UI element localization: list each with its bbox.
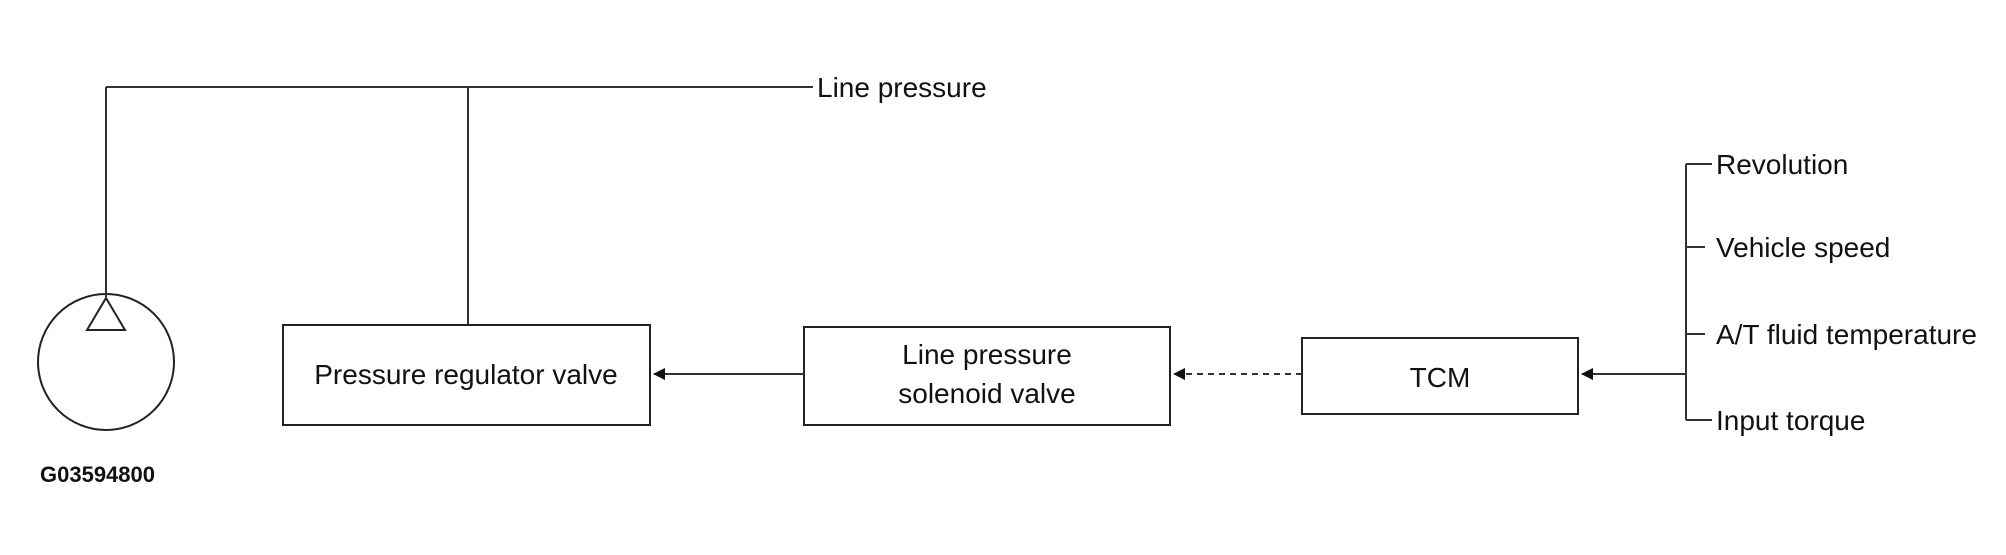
pump-direction-triangle-icon (85, 296, 127, 331)
line-pressure-solenoid-valve-box (803, 326, 1171, 426)
input-label-revolution: Revolution (1716, 149, 1848, 180)
solenoid-valve-label-line1: Line pressure (902, 339, 1072, 370)
pressure-regulator-valve-label: Pressure regulator valve (314, 359, 617, 390)
line-pressure-label: Line pressure (817, 72, 987, 103)
figure-code: G03594800 (40, 462, 155, 487)
pressure-regulator-valve-box (282, 324, 651, 426)
tcm-label: TCM (1410, 362, 1471, 393)
tcm-box (1301, 337, 1579, 415)
input-label-input-torque: Input torque (1716, 405, 1865, 436)
input-label-fluid-temperature: A/T fluid temperature (1716, 319, 1977, 350)
oil-pump (37, 293, 175, 431)
input-label-vehicle-speed: Vehicle speed (1716, 232, 1890, 263)
tcm-input-bracket (1685, 163, 1712, 421)
line-pressure-circuit (105, 86, 813, 325)
solenoid-valve-label-line2: solenoid valve (898, 378, 1075, 409)
